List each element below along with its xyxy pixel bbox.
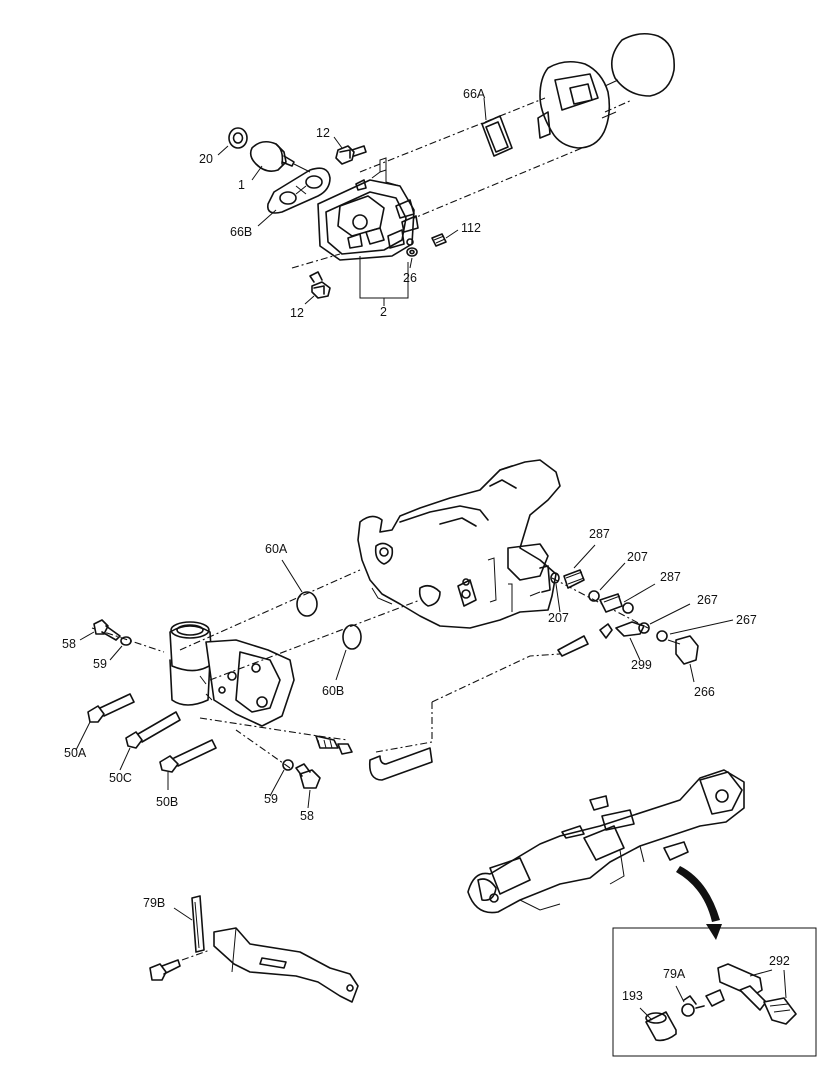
label-12-top: 12 — [316, 126, 330, 140]
label-287-a: 287 — [589, 527, 610, 541]
label-59-left: 59 — [93, 657, 107, 671]
label-12-bottom: 12 — [290, 306, 304, 320]
right-fittings — [550, 569, 699, 665]
label-20: 20 — [199, 152, 213, 166]
label-79B: 79B — [143, 896, 165, 910]
label-60B: 60B — [322, 684, 344, 698]
washer-26 — [406, 247, 418, 257]
label-2: 2 — [380, 305, 387, 319]
axis-line-3 — [604, 99, 633, 113]
label-50C: 50C — [109, 771, 132, 785]
label-299: 299 — [631, 658, 652, 672]
bolt-12-bottom — [291, 253, 341, 299]
label-66B: 66B — [230, 225, 252, 239]
label-287-b: 287 — [660, 570, 681, 584]
washer-20 — [228, 127, 248, 149]
fitting-112 — [431, 233, 447, 247]
label-50B: 50B — [156, 795, 178, 809]
inset-pointer-arrow — [676, 866, 722, 940]
main-housing — [317, 179, 419, 261]
label-267-b: 267 — [736, 613, 757, 627]
detail-inset — [612, 927, 817, 1057]
bracket-2 — [359, 256, 409, 299]
coolant-hose — [368, 747, 433, 781]
clamp-79A — [681, 995, 705, 1017]
clamp-299-area — [599, 623, 613, 639]
mounting-flange — [537, 60, 619, 149]
label-207-a: 207 — [627, 550, 648, 564]
label-58-left: 58 — [62, 637, 76, 651]
label-59-bottom: 59 — [264, 792, 278, 806]
label-60A: 60A — [265, 542, 288, 556]
label-292: 292 — [769, 954, 790, 968]
o-ring-60A — [296, 591, 318, 617]
bolt-58-left — [93, 619, 121, 641]
housing-bracket — [371, 157, 401, 187]
label-79A: 79A — [663, 967, 686, 981]
label-1: 1 — [238, 178, 245, 192]
middle-assembly — [87, 459, 699, 789]
label-193: 193 — [622, 989, 643, 1003]
axis-line-1 — [359, 97, 546, 173]
engine-block — [357, 459, 561, 629]
top-assembly — [228, 32, 675, 299]
label-112: 112 — [461, 221, 481, 235]
axle-assembly — [467, 769, 745, 914]
gasket-ring-top — [610, 32, 675, 97]
hose-upper — [557, 635, 589, 657]
bolt-58-bottom — [295, 763, 321, 789]
label-50A: 50A — [64, 746, 87, 760]
part-labels: 20 1 12 66B 66A 112 26 2 12 60A 60B 287 … — [62, 87, 790, 1003]
bolt-50A — [87, 693, 135, 723]
label-267-a: 267 — [697, 593, 718, 607]
thermostat-housing — [169, 621, 295, 727]
label-266: 266 — [694, 685, 715, 699]
sensor-1 — [249, 140, 311, 173]
cap-193 — [645, 1011, 677, 1042]
gasket-66B — [266, 167, 331, 214]
bolt-50B — [159, 739, 217, 773]
label-26: 26 — [403, 271, 417, 285]
hose-fitting — [315, 735, 353, 755]
bolt-12-top — [335, 145, 367, 165]
axis-line-2 — [394, 147, 583, 227]
middle-leaders — [75, 544, 734, 809]
label-66A: 66A — [463, 87, 486, 101]
tee-fitting-292 — [705, 963, 797, 1025]
top-leaders — [217, 97, 487, 306]
bolt-50C — [125, 711, 181, 749]
label-207-b: 207 — [548, 611, 569, 625]
gasket-66A — [481, 115, 513, 157]
o-ring-60B — [342, 624, 362, 650]
lower-bracket — [149, 895, 359, 1003]
washer-59-bottom — [282, 759, 294, 771]
label-58-bottom: 58 — [300, 809, 314, 823]
washer-59-left — [120, 636, 132, 646]
